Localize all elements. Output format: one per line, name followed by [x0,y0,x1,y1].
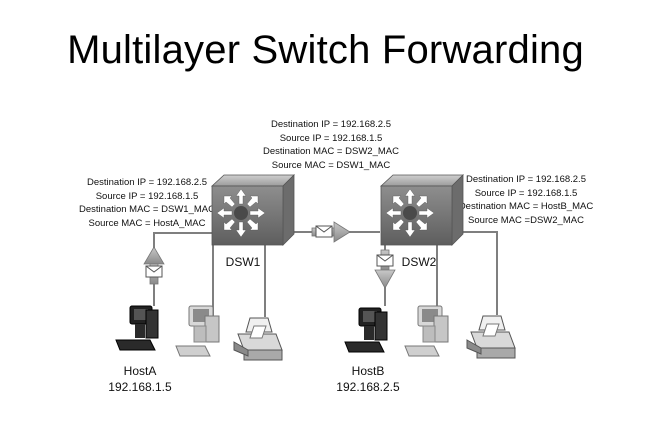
diagram-title: Multilayer Switch Forwarding [67,28,584,72]
frame-left-src-ip: Source IP = 192.168.1.5 [95,190,199,202]
frame-left-src-mac: Source MAC = HostA_MAC [88,217,206,229]
frame-middle-dest-ip: Destination IP = 192.168.2.5 [271,119,391,130]
printer-left-icon [233,317,283,361]
link-dsw2-printer2 [452,231,498,315]
printer-right-icon [466,315,516,359]
hostb-computer-icon [344,307,388,353]
frame-down-arrow-icon [374,249,396,289]
frame-right-dest-ip: Destination IP = 192.168.2.5 [466,174,586,185]
frame-info-right: Destination IP = 192.168.2.5 Source IP =… [441,173,611,227]
frame-up-arrow-icon [143,246,165,285]
switch-dsw1-label: DSW1 [225,255,261,269]
frame-info-left: Destination IP = 192.168.2.5 Source IP =… [62,176,232,230]
switch-dsw2-label: DSW2 [401,255,437,269]
frame-right-src-ip: Source IP = 192.168.1.5 [474,187,578,199]
frame-left-dest-mac: Destination MAC = DSW1_MAC [79,204,215,215]
frame-middle-src-ip: Source IP = 192.168.1.5 [279,132,383,144]
frame-right-src-mac: Source MAC =DSW2_MAC [468,214,584,226]
pc-right-icon [404,305,449,357]
frame-right-arrow-icon [311,221,351,243]
frame-middle-src-mac: Source MAC = DSW1_MAC [271,159,391,171]
switch-dsw1-icon [210,174,295,246]
frame-left-dest-ip: Destination IP = 192.168.2.5 [87,177,207,188]
frame-info-middle: Destination IP = 192.168.2.5 Source IP =… [246,118,416,172]
hosta-ip: 192.168.1.5 [108,380,172,394]
hostb-name: HostB [351,364,385,378]
hosta-name: HostA [123,364,157,378]
link-hosta-dsw1 [153,232,212,306]
frame-right-dest-mac: Destination MAC = HostB_MAC [458,201,594,212]
frame-middle-dest-mac: Destination MAC = DSW2_MAC [263,146,399,157]
switch-dsw2-icon [379,174,464,246]
pc-left-icon [175,305,220,357]
hostb-ip: 192.168.2.5 [336,380,400,394]
hosta-computer-icon [115,305,159,351]
